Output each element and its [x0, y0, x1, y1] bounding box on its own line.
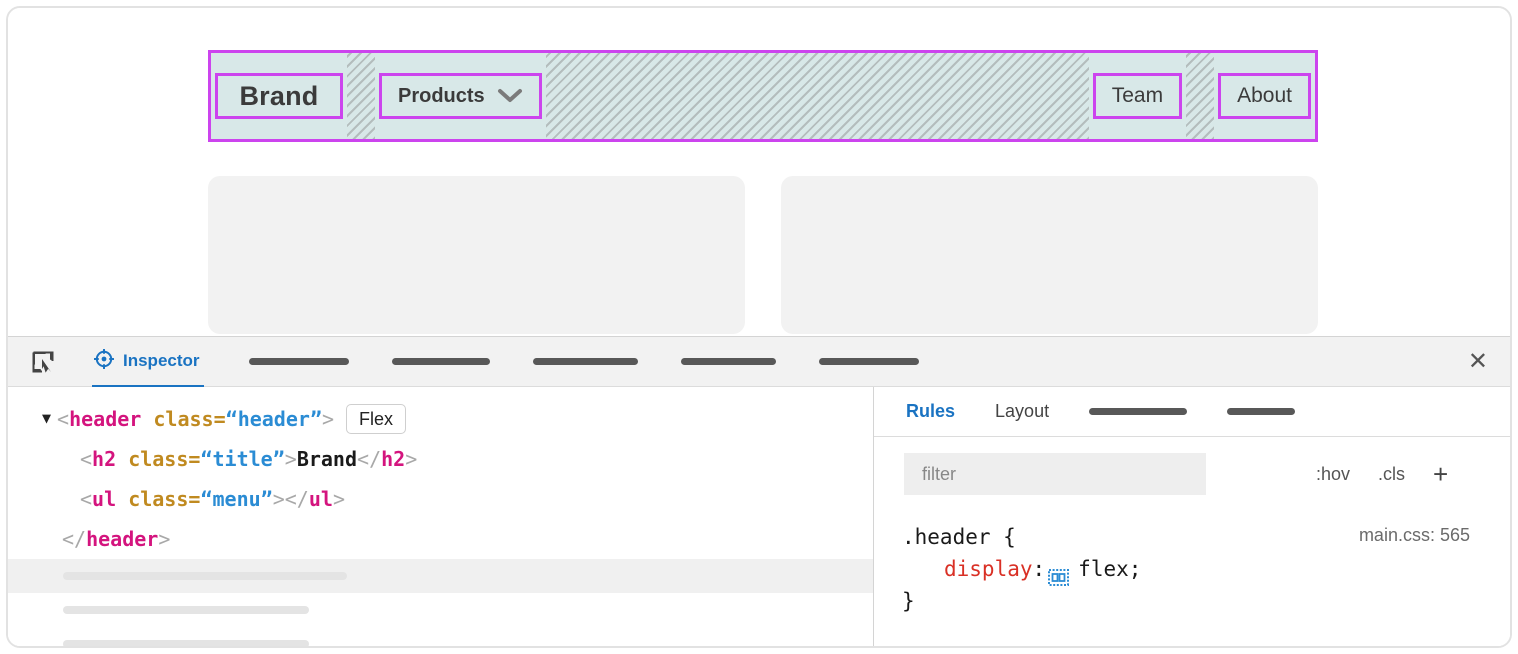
tab-inspector-label: Inspector: [123, 351, 200, 370]
placeholder-card: [208, 176, 745, 334]
brand-flex-item[interactable]: Brand: [215, 73, 343, 119]
close-icon[interactable]: ✕: [1467, 347, 1488, 375]
brand-label: Brand: [239, 80, 319, 111]
flex-gap-2: [1186, 53, 1215, 139]
dom-node-header-close[interactable]: </header>: [8, 519, 873, 559]
devtools-toolbar: Inspector ✕: [8, 337, 1510, 388]
redacted-text: [63, 572, 347, 580]
dom-attr-name: class: [128, 487, 189, 511]
filter-row: filter :hov .cls +: [874, 437, 1510, 495]
dom-attr-name: class: [128, 447, 189, 471]
add-rule-button[interactable]: +: [1433, 459, 1449, 489]
css-selector[interactable]: .header {: [902, 525, 1016, 549]
menu-item-team[interactable]: Team: [1089, 53, 1186, 139]
redacted-tab[interactable]: [1227, 408, 1296, 415]
dom-tag-name: ul: [92, 487, 117, 511]
dom-tag-name: header: [86, 527, 159, 551]
dom-attr-name: class: [153, 407, 214, 431]
dom-attr-value: menu: [212, 487, 261, 511]
dom-tag-name: h2: [92, 447, 117, 471]
dom-node-header-open[interactable]: ▼<header class=“header”> Flex: [8, 399, 873, 439]
dom-tag-name: ul: [308, 487, 333, 511]
css-value[interactable]: flex;: [1078, 557, 1142, 581]
dom-node-h2[interactable]: <h2 class=“title”>Brand</h2>: [8, 439, 873, 479]
redacted-tab[interactable]: [818, 358, 919, 365]
flex-gap-1: [347, 53, 375, 139]
redacted-tab[interactable]: [680, 358, 776, 365]
filter-input[interactable]: filter: [904, 453, 1206, 495]
redacted-text: [63, 606, 309, 614]
dom-node-ul[interactable]: <ul class=“menu”></ul>: [8, 479, 873, 519]
dom-text-content: Brand: [296, 447, 358, 471]
tab-rules[interactable]: Rules: [906, 401, 956, 421]
dom-redacted-row[interactable]: [8, 593, 873, 627]
redacted-text: [63, 640, 309, 646]
dom-redacted-row[interactable]: [8, 559, 873, 593]
rules-tab-bar: Rules Layout: [874, 387, 1510, 437]
browser-window: Brand Products Team: [6, 6, 1512, 648]
rules-pane: Rules Layout filter :hov .cls + .header …: [874, 387, 1510, 646]
menu-item-products[interactable]: Products: [375, 53, 546, 139]
page-viewport: Brand Products Team: [8, 8, 1510, 336]
css-declaration[interactable]: display: flex;: [902, 553, 1510, 586]
twisty-icon[interactable]: ▼: [42, 409, 52, 427]
redacted-tab[interactable]: [532, 358, 638, 365]
products-flex-item[interactable]: Products: [379, 73, 542, 119]
hov-toggle[interactable]: :hov: [1316, 463, 1351, 484]
chevron-down-icon: [497, 88, 523, 104]
placeholder-card: [781, 176, 1318, 334]
brand-item[interactable]: Brand: [211, 53, 347, 139]
css-property-name[interactable]: display: [944, 557, 1033, 581]
dom-attr-value: title: [212, 447, 273, 471]
redacted-tab[interactable]: [391, 358, 490, 365]
pick-element-icon[interactable]: [30, 349, 56, 375]
devtools-body: ▼<header class=“header”> Flex <h2 class=…: [8, 387, 1510, 646]
tab-layout[interactable]: Layout: [995, 401, 1050, 421]
css-close-brace: }: [902, 589, 915, 613]
menu-item-label: About: [1237, 84, 1292, 107]
css-colon: :: [1032, 557, 1046, 581]
target-icon: [93, 348, 115, 374]
team-flex-item[interactable]: Team: [1092, 73, 1183, 119]
css-rule-block: .header { display: flex; }: [874, 495, 1510, 617]
dom-tag-name: h2: [381, 447, 406, 471]
flex-container-overlay: Brand Products Team: [208, 50, 1318, 142]
redacted-tab[interactable]: [248, 358, 349, 365]
dom-tree-pane: ▼<header class=“header”> Flex <h2 class=…: [8, 387, 874, 646]
content-cards: [208, 176, 1318, 334]
flex-badge-button[interactable]: Flex: [346, 404, 407, 434]
about-flex-item[interactable]: About: [1218, 73, 1311, 119]
dom-redacted-row[interactable]: [8, 627, 873, 646]
css-source-link[interactable]: main.css: 565: [1358, 525, 1470, 545]
menu-item-label: Products: [398, 84, 485, 107]
flex-free-space: [545, 53, 1089, 139]
dom-tag-name: header: [69, 407, 142, 431]
flex-layout-badge-icon[interactable]: [1048, 563, 1070, 586]
filter-tools: :hov .cls +: [1316, 461, 1448, 487]
cls-toggle[interactable]: .cls: [1378, 463, 1406, 484]
dom-attr-value: header: [237, 407, 310, 431]
menu-item-about[interactable]: About: [1214, 53, 1315, 139]
tab-inspector[interactable]: Inspector: [92, 338, 204, 388]
redacted-tab[interactable]: [1089, 408, 1188, 415]
menu-item-label: Team: [1111, 84, 1164, 107]
devtools-panel: Inspector ✕ ▼<header class=“header”> Fle…: [8, 336, 1510, 646]
redacted-tab-group: [248, 358, 919, 365]
